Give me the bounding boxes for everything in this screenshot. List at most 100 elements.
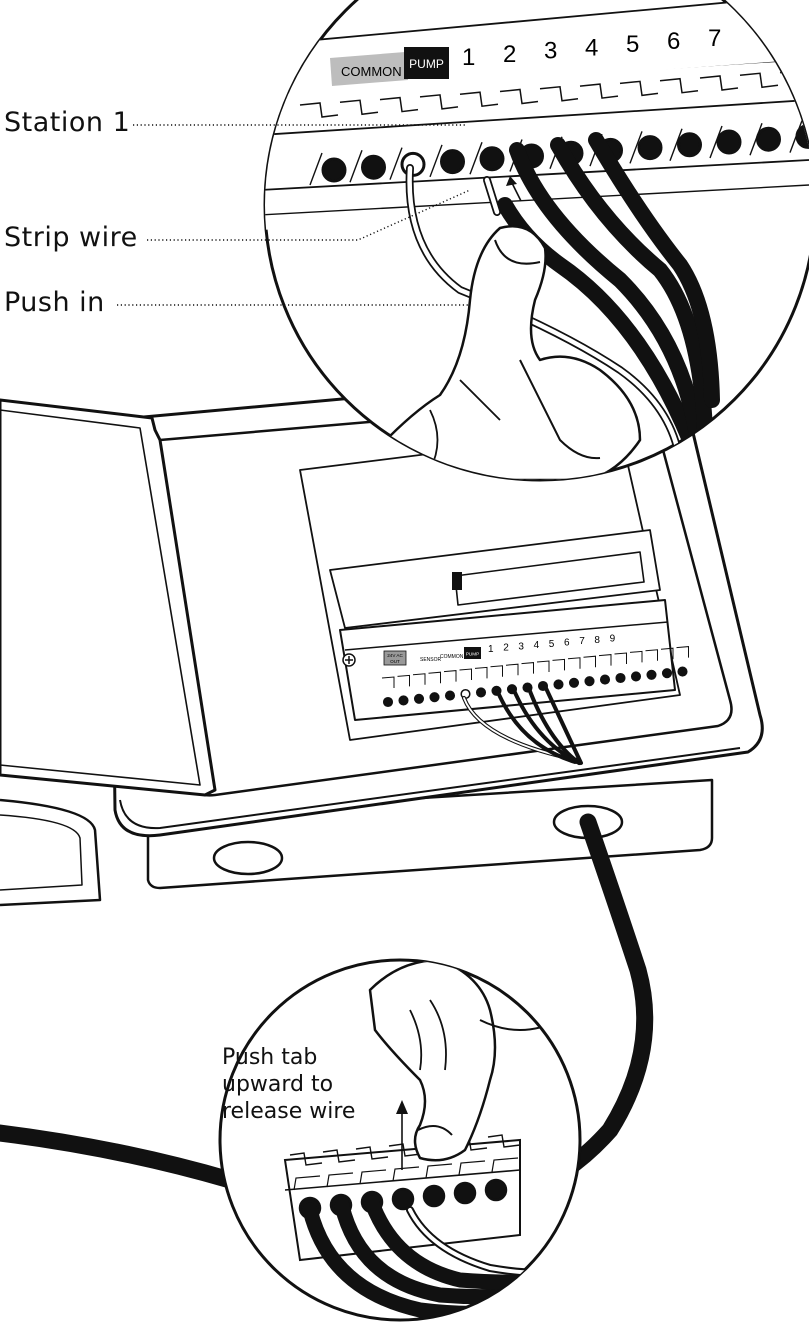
terminal-tab[interactable] xyxy=(487,1134,521,1148)
terminal-hole[interactable] xyxy=(756,126,781,152)
release-line-3: release wire xyxy=(222,1099,356,1124)
box-station-number: 1 xyxy=(488,644,494,655)
terminal-hole[interactable] xyxy=(453,1181,477,1205)
top-station-number: 6 xyxy=(667,28,680,55)
svg-text:OUT: OUT xyxy=(390,659,400,664)
terminal-hole[interactable] xyxy=(422,1184,446,1208)
screw-icon xyxy=(342,653,356,667)
svg-text:24V AC: 24V AC xyxy=(387,653,403,658)
terminal-hole[interactable] xyxy=(584,676,595,687)
top-station-number: 2 xyxy=(503,41,516,68)
terminal-tab[interactable] xyxy=(598,654,612,666)
terminal-tab[interactable] xyxy=(443,670,457,682)
terminal-tab[interactable] xyxy=(645,649,658,661)
box-station-number: 7 xyxy=(579,636,585,647)
terminal-hole[interactable] xyxy=(677,666,688,677)
terminal-tab[interactable] xyxy=(614,652,627,664)
terminal-tab[interactable] xyxy=(428,671,441,684)
terminal-tab[interactable] xyxy=(739,72,779,89)
terminal-tab[interactable] xyxy=(505,663,519,676)
terminal-hole[interactable] xyxy=(391,1187,415,1211)
terminal-tab[interactable] xyxy=(490,665,503,677)
box-station-number: 3 xyxy=(518,641,524,652)
terminal-tab[interactable] xyxy=(629,650,643,663)
box-terminal-holes xyxy=(381,646,689,708)
terminal-tab[interactable] xyxy=(339,99,379,116)
terminal-hole[interactable] xyxy=(677,132,702,158)
svg-text:PUMP: PUMP xyxy=(409,57,444,71)
terminal-tab[interactable] xyxy=(388,1143,422,1157)
top-terminal-holes xyxy=(321,123,809,183)
box-station-number: 8 xyxy=(594,635,600,646)
terminal-hole[interactable] xyxy=(398,695,409,706)
terminal-tab[interactable] xyxy=(539,85,579,102)
box-station-number: 2 xyxy=(503,643,509,654)
terminal-tab[interactable] xyxy=(289,1152,323,1166)
terminal-tab[interactable] xyxy=(699,75,739,91)
callout-push-in: Push in xyxy=(4,287,105,318)
terminal-tab[interactable] xyxy=(397,674,410,687)
bottom-terminal-tabs xyxy=(289,1134,521,1191)
terminal-tab[interactable] xyxy=(676,646,689,658)
terminal-hole[interactable] xyxy=(637,135,663,161)
controller-lid xyxy=(0,398,217,907)
svg-text:SENSOR: SENSOR xyxy=(420,657,442,663)
terminal-hole[interactable] xyxy=(361,154,386,180)
terminal-strip-labels: 24V AC OUT SENSOR COMMON PUMP xyxy=(383,647,481,666)
terminal-tab[interactable] xyxy=(355,1146,389,1160)
callout-station-1: Station 1 xyxy=(4,107,131,138)
terminal-hole[interactable] xyxy=(484,1178,508,1202)
terminal-tab[interactable] xyxy=(619,80,659,97)
terminal-tab[interactable] xyxy=(419,94,459,110)
terminal-tab[interactable] xyxy=(552,658,565,671)
top-station-number: 3 xyxy=(544,38,557,65)
terminal-hole[interactable] xyxy=(716,129,742,155)
box-station-number: 4 xyxy=(534,640,540,651)
terminal-hole[interactable] xyxy=(646,669,657,680)
terminal-tab[interactable] xyxy=(567,657,581,669)
top-station-number: 5 xyxy=(626,31,639,58)
terminal-hole[interactable] xyxy=(475,687,487,698)
arrow-up-icon xyxy=(396,1100,408,1170)
terminal-hole[interactable] xyxy=(661,668,673,679)
hand-icon xyxy=(348,225,642,480)
terminal-tab[interactable] xyxy=(459,91,499,108)
box-wires xyxy=(462,682,583,765)
terminal-tab[interactable] xyxy=(474,666,488,679)
terminal-hole[interactable] xyxy=(630,671,642,682)
release-line-1: Push tab xyxy=(222,1045,318,1070)
terminal-tab[interactable] xyxy=(379,96,419,113)
terminal-tab[interactable] xyxy=(322,1149,356,1163)
terminal-hole[interactable] xyxy=(568,677,580,688)
terminal-tab[interactable] xyxy=(412,673,426,685)
terminal-tab[interactable] xyxy=(579,83,619,99)
terminal-tab[interactable] xyxy=(660,647,674,660)
terminal-hole[interactable] xyxy=(382,696,394,708)
box-station-number: 9 xyxy=(610,634,616,645)
terminal-hole[interactable] xyxy=(429,692,440,703)
terminal-tab[interactable] xyxy=(459,668,472,680)
terminal-hole[interactable] xyxy=(444,690,456,701)
terminal-hole[interactable] xyxy=(553,679,564,690)
terminal-tab[interactable] xyxy=(659,77,699,94)
terminal-tab[interactable] xyxy=(381,676,395,688)
terminal-tab[interactable] xyxy=(521,662,534,674)
top-station-number: 1 xyxy=(462,44,475,71)
terminal-tab[interactable] xyxy=(499,88,539,105)
terminal-hole[interactable] xyxy=(599,674,611,685)
terminal-hole[interactable] xyxy=(321,157,347,183)
terminal-hole[interactable] xyxy=(440,149,465,175)
terminal-tab[interactable] xyxy=(536,660,550,672)
svg-text:PUMP: PUMP xyxy=(466,652,479,657)
terminal-tab[interactable] xyxy=(299,102,339,118)
arrow-up-icon xyxy=(506,176,522,202)
terminal-hole[interactable] xyxy=(413,693,425,704)
top-station-number: 4 xyxy=(585,34,598,61)
terminal-hole[interactable] xyxy=(615,672,626,684)
terminal-hole[interactable] xyxy=(479,146,505,172)
terminal-tab[interactable] xyxy=(583,655,596,668)
